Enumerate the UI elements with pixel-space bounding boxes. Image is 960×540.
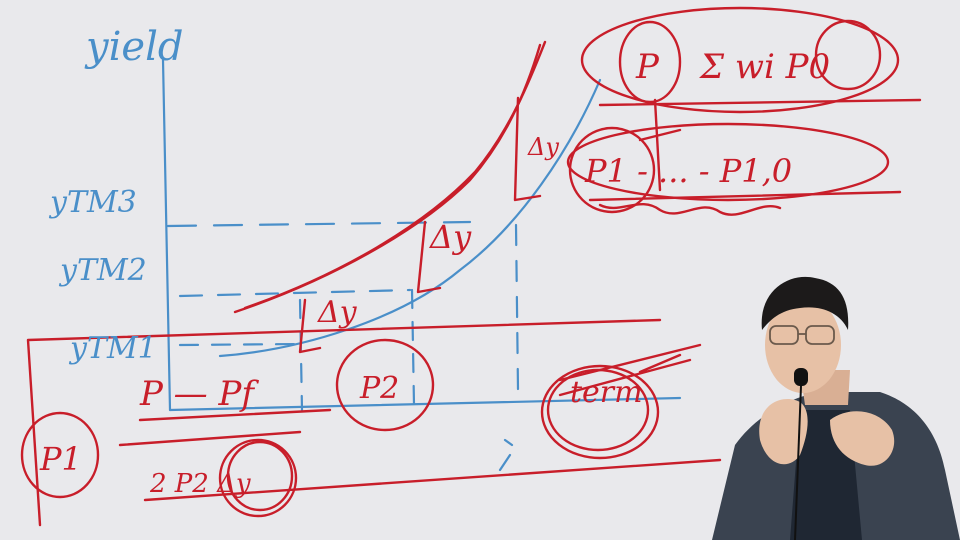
guide-yTM1 — [178, 342, 302, 347]
tick-label-yTM1: yTM1 — [68, 331, 157, 366]
presenter-hair — [761, 276, 849, 330]
blue-tick-small — [498, 438, 514, 472]
formula-bottom-oval — [566, 122, 890, 202]
formula-bottom-underline — [588, 190, 902, 202]
delta-y-label-1: Δy — [317, 295, 358, 330]
presenter-hands — [759, 399, 895, 466]
blue-text: yield yTM3 yTM2 yTM1 — [48, 24, 183, 366]
tick-label-yTM2: yTM2 — [58, 253, 147, 288]
formula-link — [638, 98, 682, 192]
p2-label: P2 — [359, 371, 399, 406]
delta-y-label-2: Δy — [428, 218, 472, 256]
p1-label: P1 — [39, 440, 82, 478]
formula-top-oval — [580, 6, 900, 114]
term-slashes — [558, 343, 702, 397]
yield-curve-red-2 — [243, 40, 547, 310]
formula-top-underline — [598, 98, 922, 107]
yield-curve-red — [233, 43, 542, 314]
formula-squiggle — [598, 203, 782, 216]
tick-label-yTM3: yTM3 — [48, 185, 137, 220]
formula-bottom: P1 - ... - P1,0 — [584, 152, 792, 190]
microphone-cable — [794, 385, 802, 540]
delta-bracket-1 — [298, 298, 322, 354]
delta-bracket-3 — [513, 96, 542, 202]
p-minus-line — [118, 408, 332, 447]
formula-bottom-circle — [568, 126, 656, 214]
circle-term — [540, 364, 660, 460]
guide-vertical-3 — [514, 223, 520, 392]
formula-top-lhs: P — [635, 47, 660, 87]
two-p2-dy: 2 P2 Δy — [149, 469, 251, 499]
p-minus-pf: P — Pf — [139, 374, 259, 414]
term-label: term — [570, 375, 643, 410]
y-axis-line — [161, 58, 172, 412]
microphone-icon — [794, 368, 808, 386]
yield-curve-blue — [218, 78, 602, 358]
formula-top-circle-p0 — [814, 19, 882, 91]
delta-bracket-2 — [416, 220, 442, 294]
circle-2p2dy-b — [226, 440, 294, 512]
circle-2p2dy — [218, 438, 298, 518]
red-text: Δy Δy Δy P1 P — Pf P2 2 P2 Δy term P Σ w… — [39, 47, 830, 499]
formula-top-circle-p — [618, 20, 682, 104]
guide-vertical-1 — [298, 298, 304, 412]
guide-vertical-2 — [410, 288, 416, 407]
circle-p2 — [335, 338, 435, 432]
delta-y-label-3: Δy — [527, 133, 559, 161]
lower-box — [26, 318, 722, 527]
presenter — [712, 276, 960, 540]
y-axis-label: yield — [84, 24, 183, 70]
x-axis-line — [168, 396, 682, 412]
red-annotations — [20, 6, 922, 527]
presenter-face — [765, 297, 841, 393]
glasses-icon — [769, 325, 835, 345]
guide-yTM2 — [178, 288, 412, 298]
circle-p1 — [20, 411, 100, 499]
formula-top-rhs: Σ wi P0 — [698, 47, 830, 87]
axes — [161, 58, 682, 472]
